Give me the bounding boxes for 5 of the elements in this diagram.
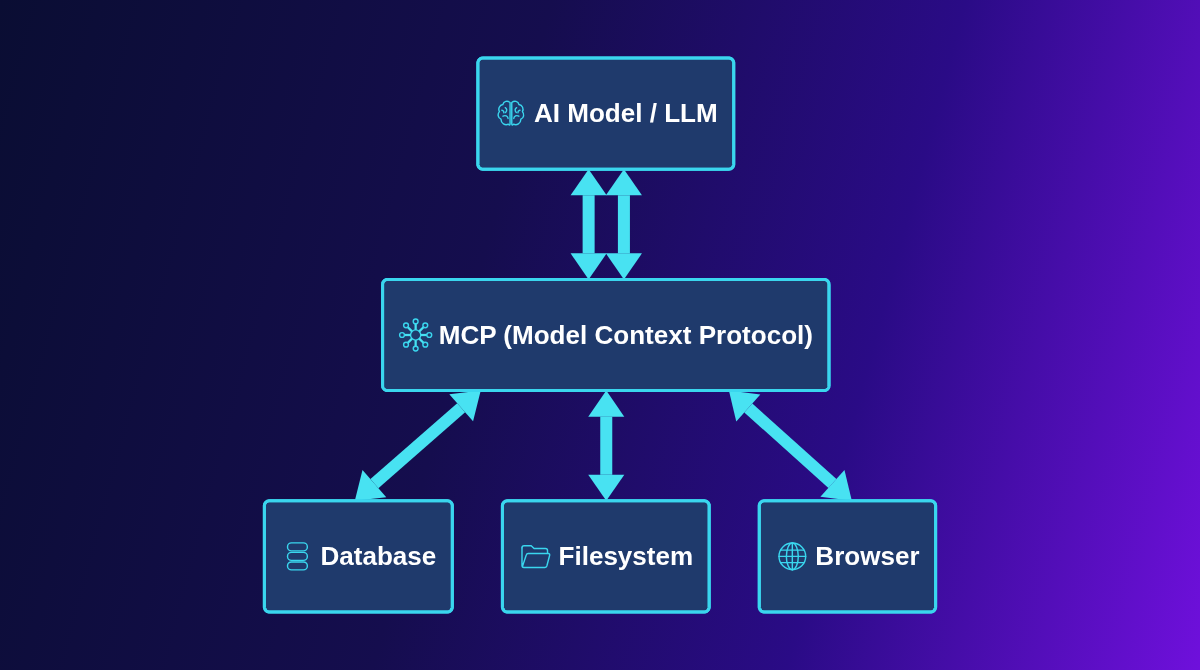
- arrow: [588, 390, 625, 501]
- arrow: [570, 169, 607, 280]
- arrow: [728, 390, 852, 501]
- arrow: [354, 390, 481, 501]
- arrow: [605, 169, 642, 280]
